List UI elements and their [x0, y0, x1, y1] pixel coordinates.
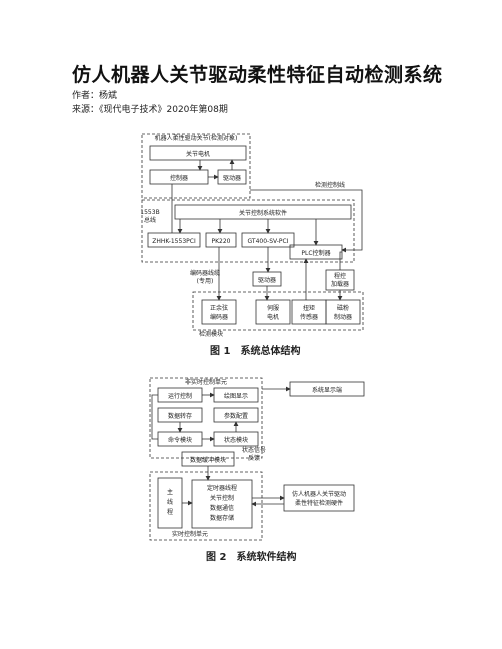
display-label: 系统显示端 — [312, 386, 342, 394]
control-group — [141, 199, 355, 263]
servo-label-1: 伺服 — [267, 304, 279, 312]
card1-label: ZHHK-1553PCI — [152, 238, 196, 245]
data-save-label: 数据转存 — [168, 412, 192, 420]
program-ctrl-label-1: 程控 — [334, 272, 346, 280]
paper-title: 仿人机器人关节驱动柔性特征自动检测系统 — [72, 64, 443, 86]
card2-label: PK220 — [211, 238, 230, 245]
feedback-label-2: 反馈 — [248, 454, 260, 462]
buffer-label: 数据缓冲模块 — [190, 456, 226, 464]
driver-label: 驱动器 — [223, 175, 241, 182]
status-label: 状态模块 — [224, 436, 248, 444]
detect-module-group — [192, 291, 364, 331]
timer-label-2: 关节控制 — [210, 494, 234, 502]
rt-label: 实时控制单元 — [172, 530, 208, 538]
sensor-label-2: 传感器 — [300, 313, 318, 321]
card3-label: GT400-SV-PCI — [247, 238, 288, 245]
source-line: 来源：《现代电子技术》2020年第08期 — [72, 105, 228, 115]
bus-label-2: 总线 — [144, 216, 156, 224]
nonrt-label: 非实时控制单元 — [185, 378, 227, 386]
plc-label: PLC控制器 — [301, 249, 330, 257]
top-group-label: 机器人柔性驱动关节(检测对象) — [155, 134, 238, 142]
joint-motor-label: 关节电机 — [186, 150, 210, 158]
program-ctrl-label-2: 加载器 — [331, 280, 349, 288]
main-label-1: 主 — [167, 488, 173, 496]
encoder-label-1: 正余弦 — [210, 304, 228, 312]
sensor-label-1: 扭矩 — [303, 304, 315, 312]
software-label: 关节控制系统软件 — [239, 209, 287, 217]
servo-box — [255, 299, 291, 325]
figure-2-caption: 图 2 系统软件结构 — [206, 552, 297, 563]
run-ctrl-label: 运行控制 — [168, 392, 192, 400]
main-label-2: 线 — [167, 498, 173, 506]
cmd-label: 命令模块 — [168, 436, 192, 444]
card1-box — [147, 232, 201, 248]
controller-label: 控制器 — [170, 174, 188, 182]
robot-joint-group — [141, 133, 251, 199]
plot-label: 绘图显示 — [224, 392, 248, 400]
feedback-label-1: 状态信号 — [242, 446, 266, 454]
detect-module-label: 检测模块 — [199, 330, 223, 338]
timer-label-3: 数据通信 — [210, 504, 234, 512]
author-line: 作者：杨斌 — [72, 91, 118, 101]
loader-label-1: 磁粉 — [337, 304, 349, 312]
figure-1-caption: 图 1 系统总体结构 — [210, 346, 301, 357]
detect-ctrl-line-label: 检测控制线 — [315, 181, 345, 189]
software-box — [174, 204, 352, 220]
encoder-label-2: 编码器 — [210, 313, 228, 321]
loader-box — [325, 299, 361, 325]
bus-label-1: 1553B — [140, 209, 159, 216]
main-label-3: 程 — [167, 508, 173, 516]
joint-motor-box — [149, 145, 247, 161]
nonrt-group — [149, 377, 263, 459]
param-label: 参数配置 — [224, 412, 248, 420]
encoder-cable-label-2: (专用) — [197, 277, 214, 285]
loader-label-2: 制动器 — [334, 313, 352, 321]
rt-group — [149, 471, 263, 541]
timer-label-4: 数据存储 — [210, 514, 234, 522]
timer-label-1: 定时器线程 — [207, 484, 237, 492]
driver2-label: 驱动器 — [258, 277, 276, 284]
hw-label-1: 仿人机器人关节驱动 — [292, 490, 346, 498]
hw-box — [283, 484, 355, 512]
hw-label-2: 柔性特征检测硬件 — [295, 499, 343, 507]
servo-label-2: 电机 — [267, 313, 279, 321]
encoder-cable-label-1: 编码器线缆 — [190, 269, 220, 277]
